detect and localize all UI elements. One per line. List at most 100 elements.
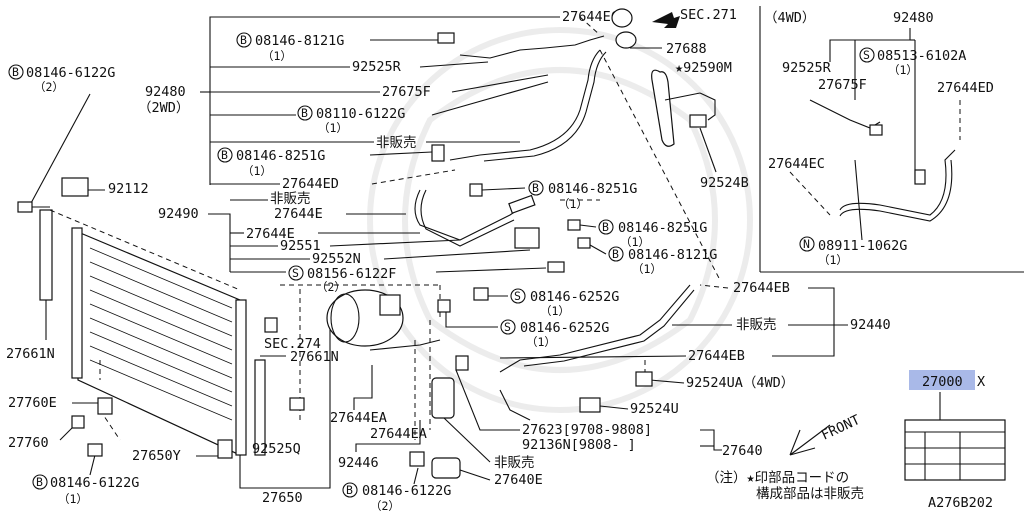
arrow-icon [652, 12, 680, 28]
label-08146-6252g-a: 08146-6252G [530, 289, 619, 305]
label-08110: 08110-6122G [316, 106, 405, 122]
part-label: B [221, 148, 228, 162]
label-92551: 92551 [280, 238, 321, 254]
label-hihanbai-4: 非販売 [494, 455, 535, 471]
part-label: （2） [370, 499, 400, 511]
front-arrow-icon [789, 424, 831, 456]
part-label: （1） [526, 335, 556, 349]
part-label: （1） [58, 492, 88, 506]
part-label: B [612, 247, 619, 261]
note-line-2: 構成部品は非販売 [756, 486, 864, 502]
label-27675f: 27675F [382, 84, 431, 100]
label-assy: 27000 [922, 374, 963, 390]
part-label: （1） [632, 262, 662, 276]
label-92490: 92490 [158, 206, 199, 222]
label-hihanbai-3: 非販売 [736, 317, 777, 333]
inset-label-08513: 08513-6102A [877, 48, 966, 64]
label-27661n-b: 27661N [290, 349, 339, 365]
label-hihanbai-2: 非販売 [270, 191, 311, 207]
label-27661n-a: 27661N [6, 346, 55, 362]
label-08156: 08156-6122F [307, 266, 396, 282]
inset-4wd: （4WD） 92480 92525R S 08513-6102A （1） 276… [759, 6, 1024, 273]
part-label: （1） [558, 197, 588, 211]
label-92136n: 92136N[9808- ] [522, 437, 636, 453]
part-label: S [504, 320, 511, 334]
label-27623: 27623[9708-9808] [522, 422, 652, 438]
compressor [280, 284, 441, 347]
part-label: （2） [316, 280, 346, 294]
label-sec274: SEC.274 [264, 336, 321, 352]
label-27760e: 27760E [8, 395, 57, 411]
label-assy-suffix: X [977, 374, 985, 390]
label-92590m: ★92590M [675, 60, 732, 76]
label-27640: 27640 [722, 443, 763, 459]
part-label: B [12, 65, 19, 79]
assy-highlight [909, 370, 975, 390]
label-08146-8251g-a: 08146-8251G [236, 148, 325, 164]
inset-label-92480: 92480 [893, 10, 934, 26]
part-label: （1） [540, 304, 570, 318]
label-08146-6122g-bl: 08146-6122G [50, 475, 139, 491]
label-27644ec: 27644EC [562, 9, 619, 25]
part-label: B [36, 475, 43, 489]
drawing-code: A276B202 [928, 495, 993, 511]
label-27644ea-b: 27644EA [370, 426, 427, 442]
label-08146-6122g-bm: 08146-6122G [362, 483, 451, 499]
label-08146-8251g-c: 08146-8251G [618, 220, 707, 236]
label-27640e: 27640E [494, 472, 543, 488]
label-92524b: 92524B [700, 175, 749, 191]
label-front: FRONT [819, 412, 863, 444]
part-label: S [292, 266, 299, 280]
inset-label-92525r: 92525R [782, 60, 832, 76]
part-label: B [532, 181, 539, 195]
part-label: （1） [262, 49, 292, 63]
label-27644eb-a: 27644EB [733, 280, 790, 296]
label-27644e-b: 27644E [246, 226, 295, 242]
inset-label-27644ec: 27644EC [768, 156, 825, 172]
condenser-labels: 27661N SEC.274 27661N 27760E 27760 B 081… [6, 285, 339, 506]
label-08146-6252g-b: 08146-6252G [520, 320, 609, 336]
label-92524ua: 92524UA（4WD） [686, 375, 794, 391]
label-92440: 92440 [850, 317, 891, 333]
watermark [367, 27, 753, 413]
inset-title: （4WD） [764, 10, 815, 26]
label-92524u: 92524U [630, 401, 679, 417]
inset-label-27675f: 27675F [818, 77, 867, 93]
part-label: S [863, 48, 870, 62]
left-labels: B 08146-6122G （2） 92480 （2WD） 92112 9249… [8, 64, 231, 272]
label-27644e-a: 27644E [274, 206, 323, 222]
label-27644eb-b: 27644EB [688, 348, 745, 364]
bottom-labels: 27644EA 27644EA 92446 27623[9708-9808] 9… [329, 320, 763, 511]
part-label: （1） [818, 253, 848, 267]
label-27650: 27650 [262, 490, 303, 506]
part-label: B [602, 220, 609, 234]
label-92112: 92112 [108, 181, 149, 197]
part-label: S [514, 289, 521, 303]
label-27644ed: 27644ED [282, 176, 339, 192]
label-92552n: 92552N [312, 251, 361, 267]
center-labels: B 08146-8251G （1） B 08146-8251G （1） B 08… [230, 180, 717, 294]
part-label: B [346, 483, 353, 497]
front-indicator: FRONT [789, 412, 863, 456]
part-label: N [803, 237, 810, 251]
inset-label-08911: 08911-1062G [818, 238, 907, 254]
label-2wd: （2WD） [138, 100, 189, 116]
label-92525r: 92525R [352, 59, 402, 75]
label-27688: 27688 [666, 41, 707, 57]
top-labels: 27644EC B 08146-8121G （1） 92525R 27675F … [209, 7, 749, 192]
label-27644ea-a: 27644EA [330, 410, 387, 426]
label-27760: 27760 [8, 435, 49, 451]
label-08146-8251g-b: 08146-8251G [548, 181, 637, 197]
part-label: （1） [242, 164, 272, 178]
lower-center-labels: S 08146-6252G （1） S 08146-6252G （1） 2764… [437, 280, 891, 417]
label-92446: 92446 [338, 455, 379, 471]
assembly-callout: 27000 X A276B202 [904, 370, 1006, 511]
part-label: （1） [888, 63, 918, 77]
pipes [369, 35, 721, 421]
part-label: B [240, 33, 247, 47]
part-label: B [301, 106, 308, 120]
note-line-1: （注）★印部品コードの [706, 470, 849, 486]
label-08146-6122g-top: 08146-6122G [26, 65, 115, 81]
condenser [39, 209, 278, 459]
